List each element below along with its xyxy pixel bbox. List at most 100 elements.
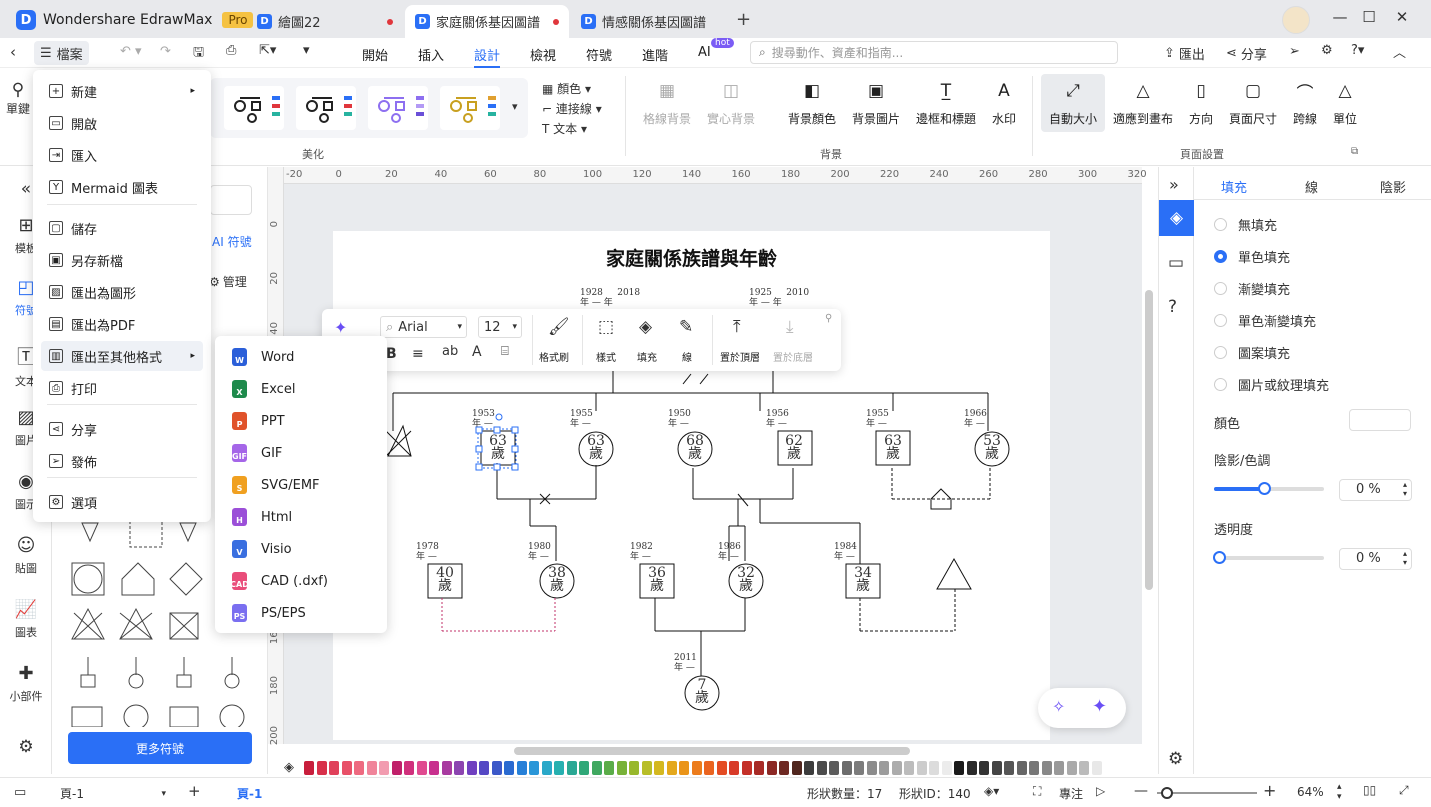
palette-swatch[interactable] xyxy=(379,761,389,775)
opacity-slider-knob[interactable] xyxy=(1213,551,1226,564)
palette-swatch[interactable] xyxy=(616,761,627,775)
palette-swatch[interactable] xyxy=(491,761,502,775)
close-icon[interactable]: ✕ xyxy=(1395,8,1409,26)
radio-solid-fill[interactable]: 單色填充 xyxy=(1214,247,1290,266)
text-box-icon[interactable]: ⌸ xyxy=(501,344,509,359)
ai-sparkle-icon[interactable]: ✦ xyxy=(1092,696,1108,717)
theme-option-1[interactable] xyxy=(224,86,284,130)
palette-swatch[interactable] xyxy=(441,761,452,775)
menu-item-export-pdf[interactable]: ▤匯出為PDF xyxy=(41,309,203,339)
case-icon[interactable]: ab xyxy=(442,344,459,359)
new-tab-icon[interactable]: + xyxy=(736,9,752,30)
fill-format-icon[interactable]: ◈ xyxy=(1159,200,1194,236)
fill-bucket-icon[interactable]: ◈ xyxy=(284,760,294,775)
jump-line-button[interactable]: ⌒跨線 xyxy=(1270,80,1340,127)
bring-front-icon[interactable]: ⤒ xyxy=(733,317,741,337)
shade-slider[interactable] xyxy=(1214,482,1324,495)
palette-swatch[interactable] xyxy=(791,761,802,775)
palette-swatch[interactable] xyxy=(954,761,964,775)
tab-symbols[interactable]: 符號 xyxy=(586,49,613,64)
sidebar-item-icons[interactable]: ◉圖示 xyxy=(0,471,52,512)
bold-icon[interactable]: B xyxy=(386,346,397,362)
tab-design[interactable]: 設計 xyxy=(474,49,501,64)
shade-input[interactable]: 0 %▴▾ xyxy=(1339,479,1412,501)
redo-icon[interactable]: ↷ xyxy=(160,44,171,59)
format-painter-icon[interactable]: 🖌 xyxy=(548,317,570,337)
tab-fill[interactable]: 填充 xyxy=(1221,181,1248,196)
palette-swatch[interactable] xyxy=(554,761,564,775)
style-label[interactable]: 樣式 xyxy=(596,353,616,364)
minimize-icon[interactable]: — xyxy=(1332,8,1348,26)
back-icon[interactable]: ‹ xyxy=(10,43,16,61)
palette-swatch[interactable] xyxy=(404,761,414,775)
send-back-icon[interactable]: ⤓ xyxy=(786,317,794,337)
palette-swatch[interactable] xyxy=(729,761,739,775)
menu-item-new[interactable]: +新建▸ xyxy=(41,76,203,106)
palette-swatch[interactable] xyxy=(779,761,789,775)
palette-swatch[interactable] xyxy=(504,761,514,775)
palette-swatch[interactable] xyxy=(754,761,764,775)
palette-swatch[interactable] xyxy=(879,761,889,775)
fit-page-icon[interactable]: ⛶ xyxy=(1033,784,1042,798)
menu-item-export-image[interactable]: ▨匯出為圖形 xyxy=(41,277,203,307)
collapse-panel-icon[interactable]: « xyxy=(20,179,32,199)
presentation-icon[interactable]: ▭ xyxy=(1168,253,1185,273)
ai-sparkle-icon[interactable]: ✦ xyxy=(334,318,348,337)
strikethrough-icon[interactable]: ≡ xyxy=(412,346,424,362)
maximize-icon[interactable]: ☐ xyxy=(1362,8,1376,26)
palette-swatch[interactable] xyxy=(641,761,652,775)
palette-swatch[interactable] xyxy=(579,761,589,775)
collapse-ribbon-icon[interactable]: ︿ xyxy=(1393,46,1407,61)
tab-line[interactable]: 線 xyxy=(1305,181,1319,196)
palette-swatch[interactable] xyxy=(304,761,314,775)
menu-item-publish[interactable]: ➢發佈 xyxy=(41,446,203,476)
color-dropdown[interactable]: ▦ 顏色 ▾ xyxy=(542,82,592,96)
palette-swatch[interactable] xyxy=(479,761,489,775)
font-size-select[interactable]: 12▾ xyxy=(478,316,522,338)
palette-swatch[interactable] xyxy=(1016,761,1027,775)
palette-swatch[interactable] xyxy=(704,761,714,775)
save-icon[interactable]: 🖫 xyxy=(193,45,205,60)
palette-swatch[interactable] xyxy=(841,761,852,775)
export-share-icon[interactable]: ⇱▾ xyxy=(259,43,277,58)
connector-dropdown[interactable]: ⌐ 連接線 ▾ xyxy=(542,102,602,116)
fill-label[interactable]: 填充 xyxy=(637,353,657,364)
palette-swatch[interactable] xyxy=(329,761,339,775)
print-icon[interactable]: ⎙ xyxy=(226,43,237,58)
palette-swatch[interactable] xyxy=(529,761,539,775)
avatar[interactable] xyxy=(1282,6,1310,34)
border-title-button[interactable]: T̲邊框和標題 xyxy=(911,80,981,127)
palette-swatch[interactable] xyxy=(416,761,427,775)
tab-advanced[interactable]: 進階 xyxy=(642,49,669,64)
page-setup-launcher-icon[interactable]: ⧉ xyxy=(1351,146,1359,157)
file-menu-button[interactable]: ☰檔案 xyxy=(34,41,89,65)
palette-swatch[interactable] xyxy=(804,761,814,775)
palette-swatch[interactable] xyxy=(366,761,377,775)
palette-swatch[interactable] xyxy=(741,761,752,775)
settings-icon[interactable]: ⚙ xyxy=(1321,43,1333,58)
zoom-level[interactable]: 64% xyxy=(1297,785,1324,799)
radio-single-gradient[interactable]: 單色漸變填充 xyxy=(1214,311,1316,330)
menu-item-open[interactable]: ▭開啟 xyxy=(41,108,203,138)
palette-swatch[interactable] xyxy=(1041,761,1052,775)
unit-button[interactable]: △單位 xyxy=(1310,80,1380,127)
palette-swatch[interactable] xyxy=(316,761,327,775)
zoom-in-icon[interactable]: + xyxy=(1263,781,1277,800)
palette-swatch[interactable] xyxy=(766,761,777,775)
palette-swatch[interactable] xyxy=(891,761,902,775)
ai-symbols-link[interactable]: AI 符號 xyxy=(212,235,252,249)
library-search-input[interactable] xyxy=(210,185,252,215)
palette-swatch[interactable] xyxy=(591,761,602,775)
menu-item-save[interactable]: ▢儲存 xyxy=(41,213,203,243)
share-button[interactable]: ⋖分享 xyxy=(1226,44,1267,63)
palette-swatch[interactable] xyxy=(816,761,827,775)
sidebar-item-widgets[interactable]: ✚小部件 xyxy=(0,663,52,704)
background-image-button[interactable]: ▣背景圖片 xyxy=(841,80,911,127)
horizontal-scrollbar[interactable] xyxy=(514,747,910,755)
